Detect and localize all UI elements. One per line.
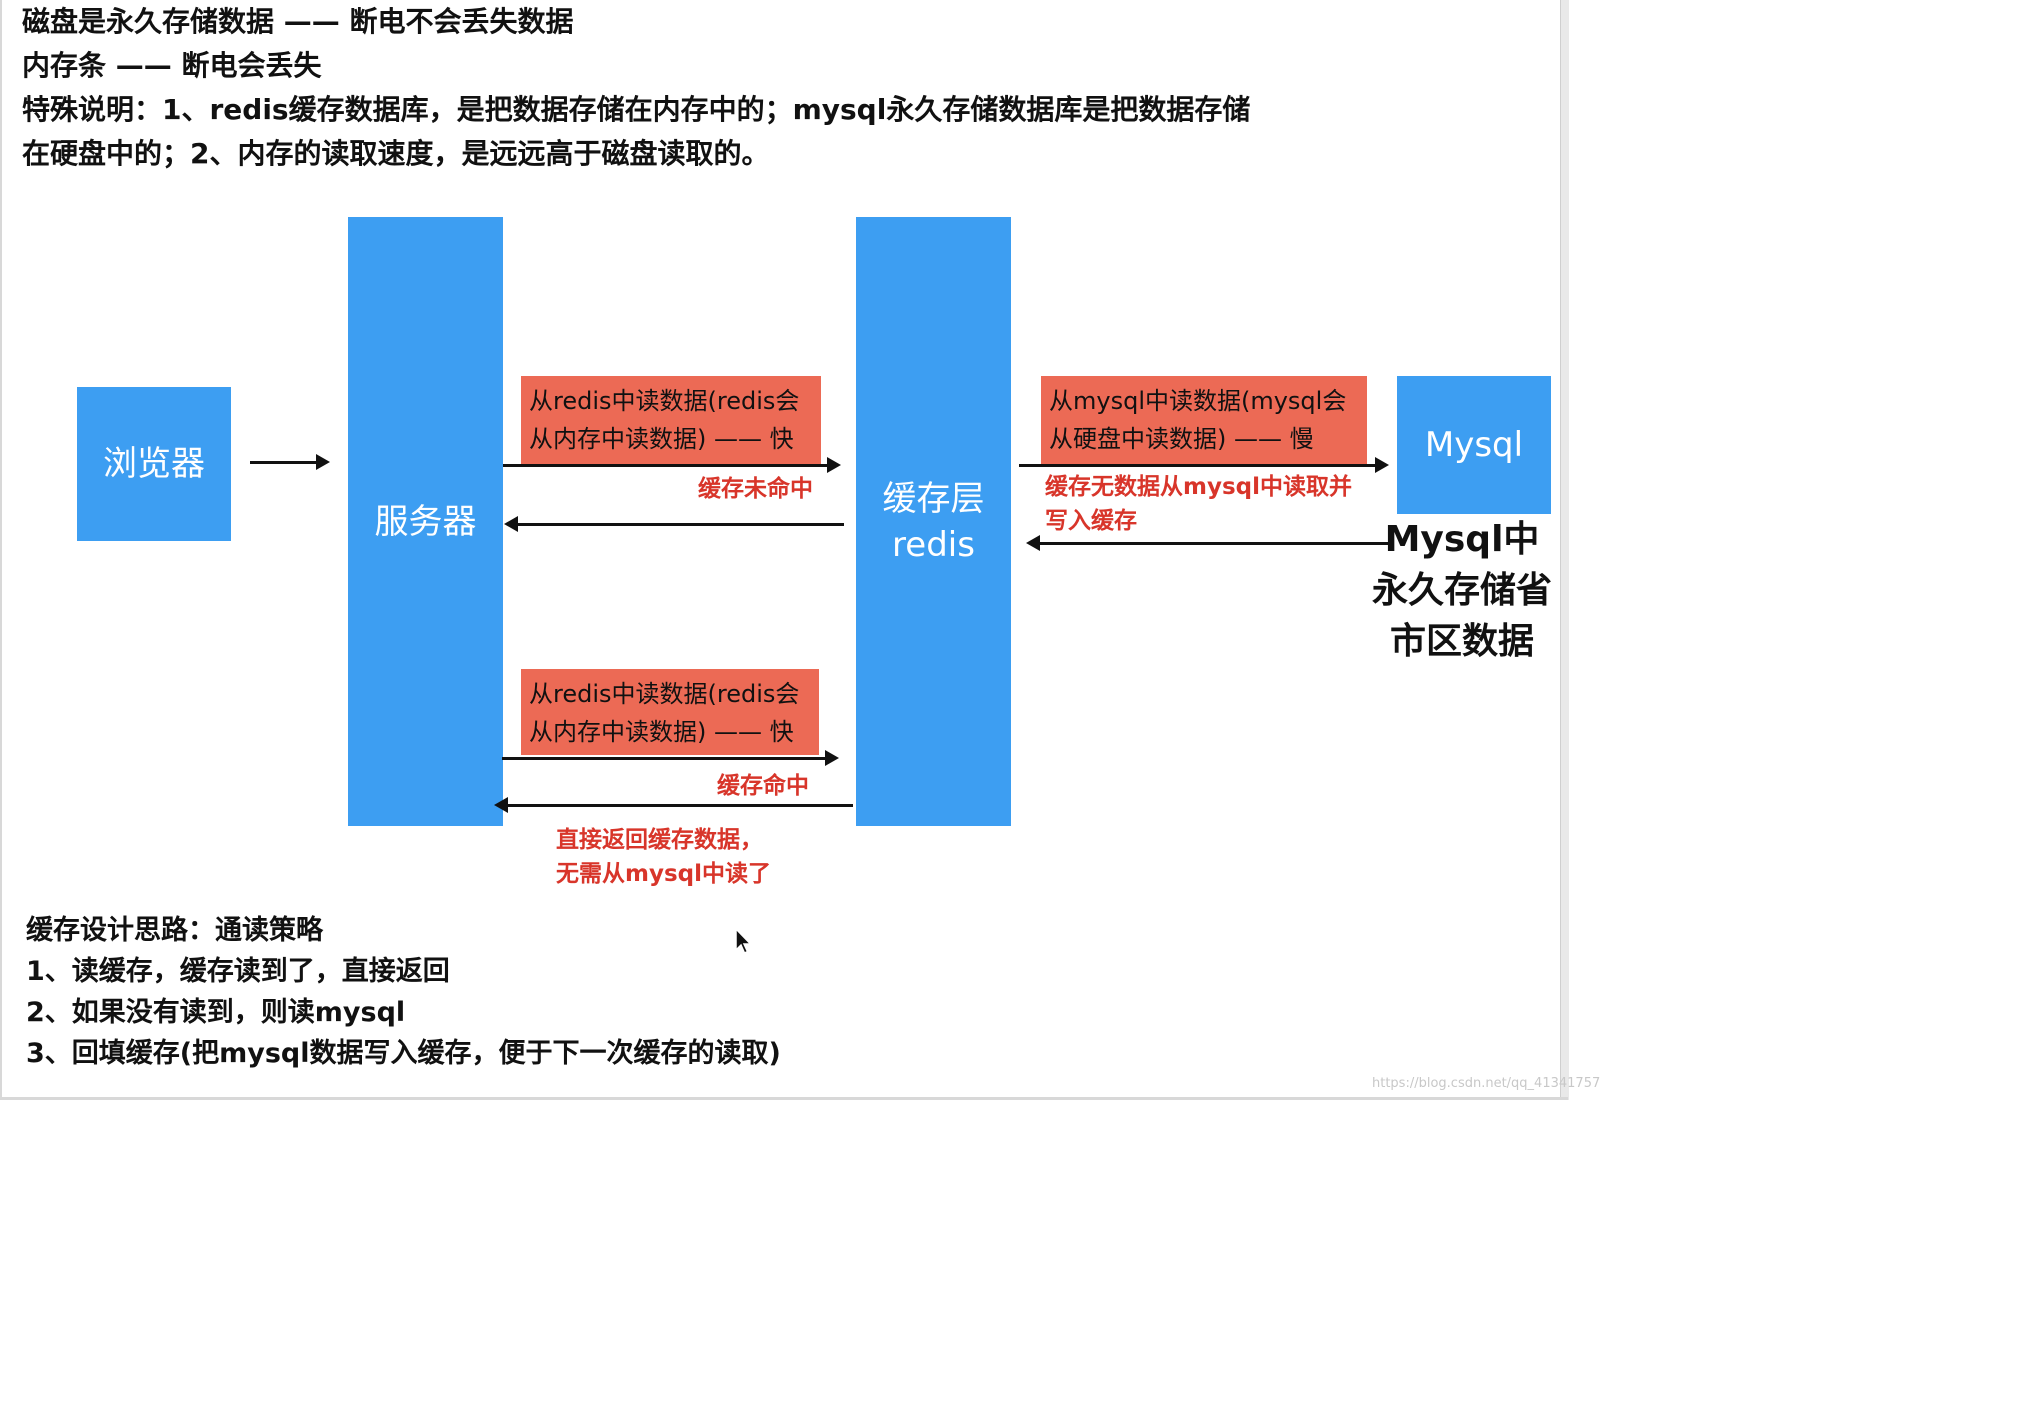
window-scrollbar[interactable]: [1560, 0, 1569, 1100]
arrow-server-to-cache-miss: [503, 457, 841, 473]
label-redis-read-hit: 从redis中读数据(redis会 从内存中读数据) —— 快: [521, 669, 819, 755]
label-mysql-read: 从mysql中读数据(mysql会 从硬盘中读数据) —— 慢: [1041, 376, 1367, 464]
design-strategy: 缓存设计思路：通读策略 1、读缓存，缓存读到了，直接返回 2、如果没有读到，则读…: [26, 910, 781, 1074]
server-label: 服务器: [374, 501, 477, 542]
label-mysql-read-2: 从硬盘中读数据) —— 慢: [1049, 425, 1314, 453]
label-redis-read-miss: 从redis中读数据(redis会 从内存中读数据) —— 快: [521, 376, 821, 464]
label-redis-read-miss-1: 从redis中读数据(redis会: [529, 387, 800, 415]
browser-label: 浏览器: [103, 444, 205, 484]
arrow-browser-to-server: [250, 454, 330, 470]
intro-text: 磁盘是永久存储数据 —— 断电不会丢失数据 内存条 —— 断电会丢失 特殊说明：…: [22, 0, 1250, 176]
cache-node: 缓存层 redis: [856, 217, 1011, 826]
note-direct-return: 直接返回缓存数据， 无需从mysql中读了: [556, 823, 771, 891]
note-cache-hit: 缓存命中: [717, 773, 809, 799]
label-redis-read-miss-2: 从内存中读数据) —— 快: [529, 425, 794, 453]
note-direct-return-1: 直接返回缓存数据，: [556, 827, 763, 853]
arrow-server-to-cache-hit: [502, 750, 839, 766]
intro-line-note-1: 特殊说明：1、redis缓存数据库，是把数据存储在内存中的；mysql永久存储数…: [22, 93, 1251, 126]
design-title: 缓存设计思路：通读策略: [26, 915, 323, 946]
mysql-caption-2: 永久存储省: [1371, 570, 1552, 611]
design-step-1: 1、读缓存，缓存读到了，直接返回: [26, 956, 450, 987]
note-cache-miss: 缓存未命中: [698, 476, 813, 502]
note-writeback-1: 缓存无数据从mysql中读取并: [1045, 474, 1352, 500]
mysql-caption-1: Mysql中: [1384, 519, 1540, 560]
mysql-caption-3: 市区数据: [1389, 621, 1534, 662]
window-left-edge: [0, 0, 2, 1100]
design-step-2: 2、如果没有读到，则读mysql: [26, 997, 406, 1028]
note-writeback: 缓存无数据从mysql中读取并 写入缓存: [1045, 470, 1352, 538]
intro-line-memory: 内存条 —— 断电会丢失: [22, 49, 322, 82]
mysql-node: Mysql: [1397, 376, 1551, 514]
cache-label-2: redis: [892, 524, 975, 565]
arrow-cache-to-server-hit: [494, 797, 853, 813]
browser-node: 浏览器: [77, 387, 231, 541]
intro-line-note-2: 在硬盘中的；2、内存的读取速度，是远远高于磁盘读取的。: [22, 137, 770, 170]
mouse-cursor-icon: [734, 927, 753, 960]
mysql-label: Mysql: [1424, 425, 1524, 465]
arrow-mysql-to-cache: [1026, 535, 1388, 551]
label-redis-read-hit-2: 从内存中读数据) —— 快: [529, 718, 794, 746]
window-bottom-edge: [0, 1097, 1568, 1100]
cache-label-1: 缓存层: [882, 478, 985, 519]
design-step-3: 3、回填缓存(把mysql数据写入缓存，便于下一次缓存的读取): [26, 1038, 781, 1069]
note-direct-return-2: 无需从mysql中读了: [556, 861, 771, 887]
mysql-caption: Mysql中 永久存储省 市区数据: [1362, 514, 1562, 667]
arrow-cache-to-server-miss: [504, 516, 844, 532]
intro-line-disk: 磁盘是永久存储数据 —— 断电不会丢失数据: [22, 5, 574, 38]
watermark: https://blog.csdn.net/qq_41341757: [1372, 1076, 1601, 1091]
arrow-cache-to-mysql: [1019, 457, 1389, 473]
label-mysql-read-1: 从mysql中读数据(mysql会: [1049, 387, 1347, 415]
label-redis-read-hit-1: 从redis中读数据(redis会: [529, 680, 800, 708]
note-writeback-2: 写入缓存: [1045, 508, 1137, 534]
server-node: 服务器: [348, 217, 503, 826]
